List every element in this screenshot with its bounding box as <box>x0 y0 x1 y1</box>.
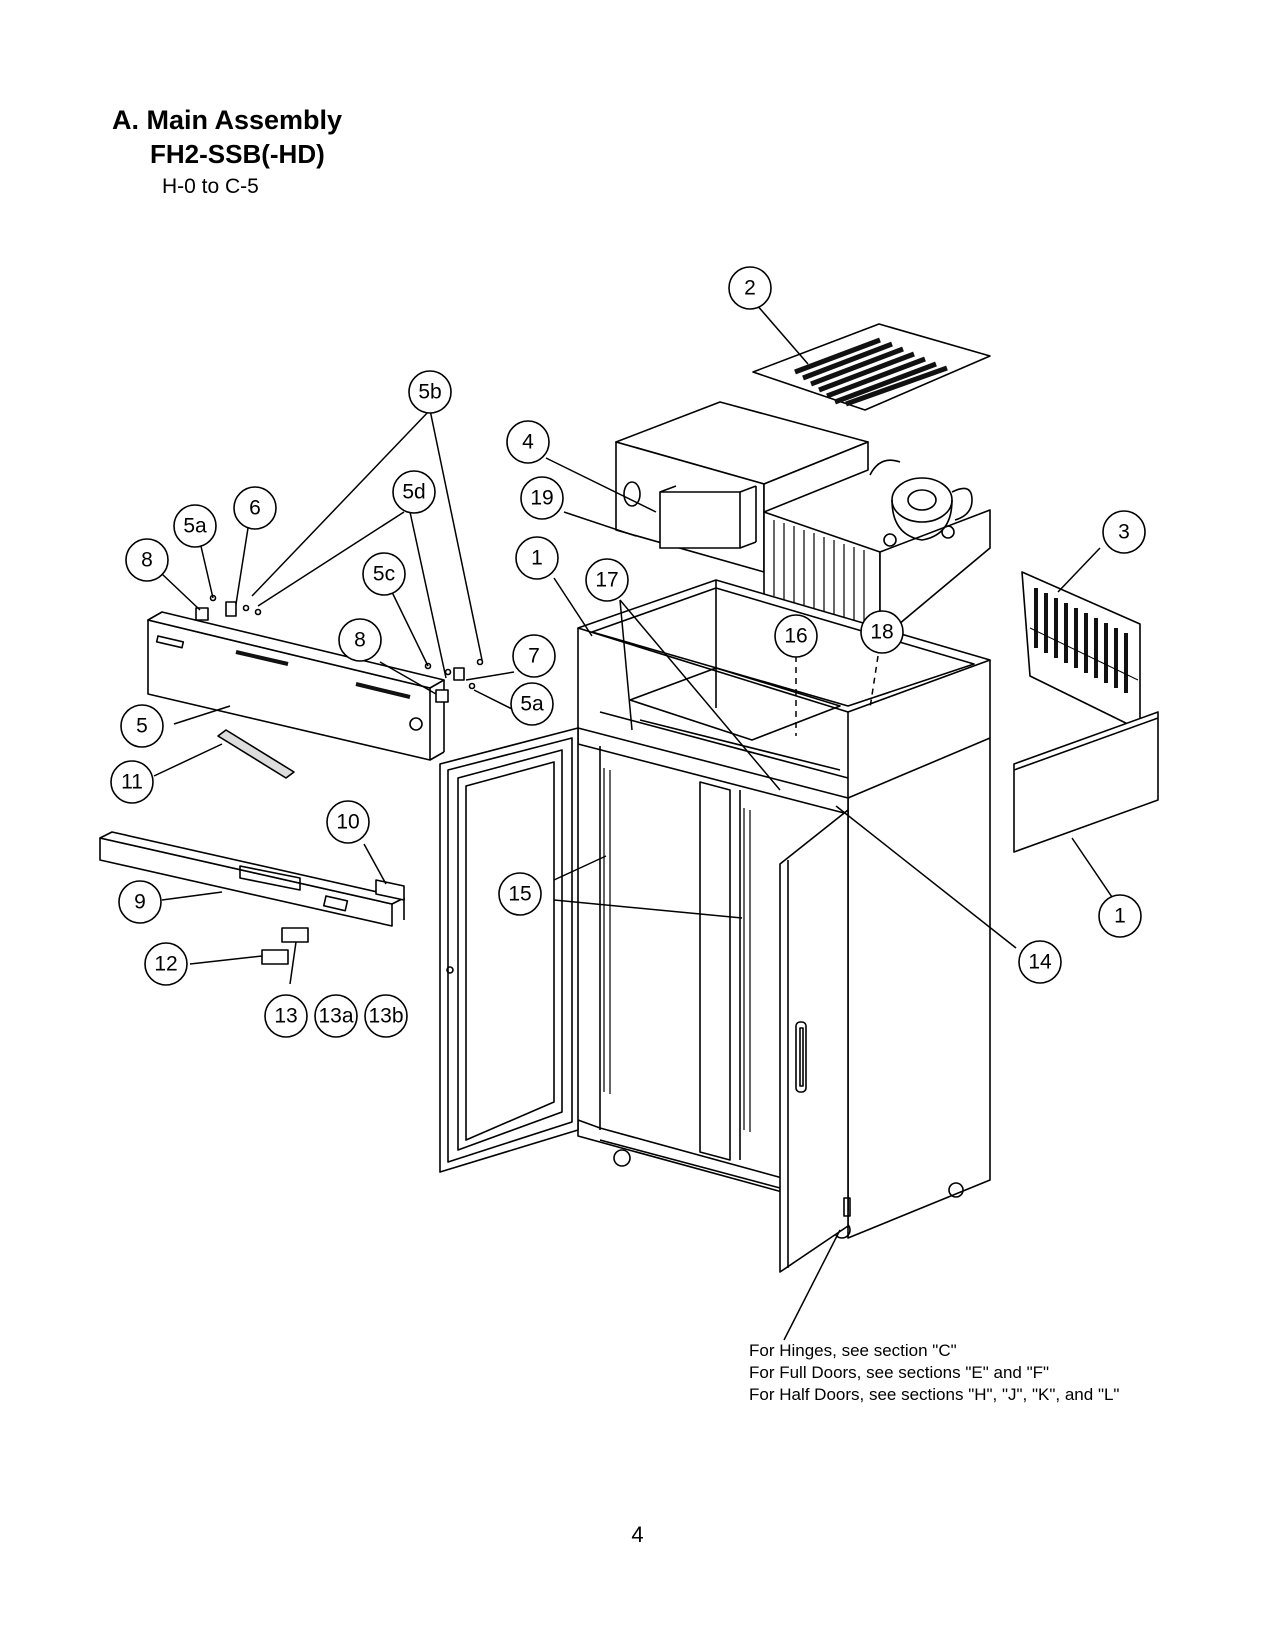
svg-text:13b: 13b <box>368 1005 403 1028</box>
side-grille <box>1021 571 1141 731</box>
svg-text:5: 5 <box>136 715 148 738</box>
hardware-small-parts <box>195 594 484 703</box>
svg-text:18: 18 <box>870 621 893 644</box>
callout-13b: 13b <box>364 994 408 1038</box>
svg-text:13a: 13a <box>318 1005 353 1028</box>
svg-text:5c: 5c <box>373 563 395 586</box>
callout-1-right: 1 <box>1098 894 1142 938</box>
svg-text:9: 9 <box>134 891 146 914</box>
callout-13a: 13a <box>314 994 358 1038</box>
callout-5a-right: 5a <box>510 682 554 726</box>
note-hinges: For Hinges, see section "C" <box>749 1341 957 1360</box>
leader-lines <box>153 303 1115 1341</box>
callout-5a-left: 5a <box>173 504 217 548</box>
callout-5c: 5c <box>362 552 406 596</box>
page-number: 4 <box>631 1522 644 1547</box>
svg-text:8: 8 <box>354 629 366 652</box>
callout-5: 5 <box>120 704 164 748</box>
reference-notes: For Hinges, see section "C" For Full Doo… <box>749 1340 1119 1406</box>
svg-text:6: 6 <box>249 497 261 520</box>
note-half-doors: For Half Doors, see sections "H", "J", "… <box>749 1385 1120 1404</box>
callout-2: 2 <box>728 266 772 310</box>
callout-8-left: 8 <box>125 538 169 582</box>
callout-12: 12 <box>144 942 188 986</box>
side-panel-right <box>1013 711 1159 853</box>
svg-text:1: 1 <box>1114 905 1126 928</box>
callout-14: 14 <box>1018 940 1062 984</box>
callout-18: 18 <box>860 610 904 654</box>
callout-1-top: 1 <box>515 536 559 580</box>
callout-7: 7 <box>512 634 556 678</box>
control-parts-12-13 <box>261 927 309 965</box>
svg-text:8: 8 <box>141 549 153 572</box>
note-full-doors: For Full Doors, see sections "E" and "F" <box>749 1363 1050 1382</box>
callout-5b: 5b <box>408 370 452 414</box>
svg-text:11: 11 <box>121 771 143 794</box>
svg-text:17: 17 <box>595 569 618 592</box>
callout-15: 15 <box>498 872 542 916</box>
callout-6: 6 <box>233 486 277 530</box>
svg-text:5b: 5b <box>418 381 441 404</box>
callout-13: 13 <box>264 994 308 1038</box>
callout-19: 19 <box>520 476 564 520</box>
callout-3: 3 <box>1102 510 1146 554</box>
svg-text:1: 1 <box>531 547 543 570</box>
callout-group: 2 5b 4 5d 6 5a 19 3 8 5c 1 17 8 7 16 18 … <box>110 266 1146 1038</box>
svg-text:16: 16 <box>784 625 807 648</box>
filter-element <box>217 729 295 779</box>
svg-text:2: 2 <box>744 277 756 300</box>
serial-range: H-0 to C-5 <box>162 175 259 198</box>
svg-text:14: 14 <box>1028 951 1052 974</box>
callout-4: 4 <box>506 420 550 464</box>
svg-text:3: 3 <box>1118 521 1130 544</box>
svg-text:5a: 5a <box>520 693 544 716</box>
bracket-10 <box>375 879 405 901</box>
front-control-panel <box>147 611 445 761</box>
svg-text:7: 7 <box>528 645 540 668</box>
callout-17: 17 <box>585 558 629 602</box>
svg-text:13: 13 <box>274 1005 297 1028</box>
model-number: FH2-SSB(-HD) <box>150 139 325 169</box>
svg-text:4: 4 <box>522 431 534 454</box>
svg-text:15: 15 <box>508 883 531 906</box>
callout-11: 11 <box>110 760 154 804</box>
svg-text:12: 12 <box>154 953 177 976</box>
svg-text:5d: 5d <box>402 481 425 504</box>
top-grille-panel <box>752 323 991 411</box>
section-title: A. Main Assembly <box>112 105 343 135</box>
callout-5d: 5d <box>392 470 436 514</box>
right-door <box>779 809 851 1273</box>
callout-10: 10 <box>326 800 370 844</box>
svg-text:19: 19 <box>530 487 553 510</box>
callout-8-right: 8 <box>338 618 382 662</box>
left-door <box>439 727 579 1173</box>
svg-text:5a: 5a <box>183 515 207 538</box>
svg-text:10: 10 <box>336 811 359 834</box>
callout-16: 16 <box>774 614 818 658</box>
callout-9: 9 <box>118 880 162 924</box>
